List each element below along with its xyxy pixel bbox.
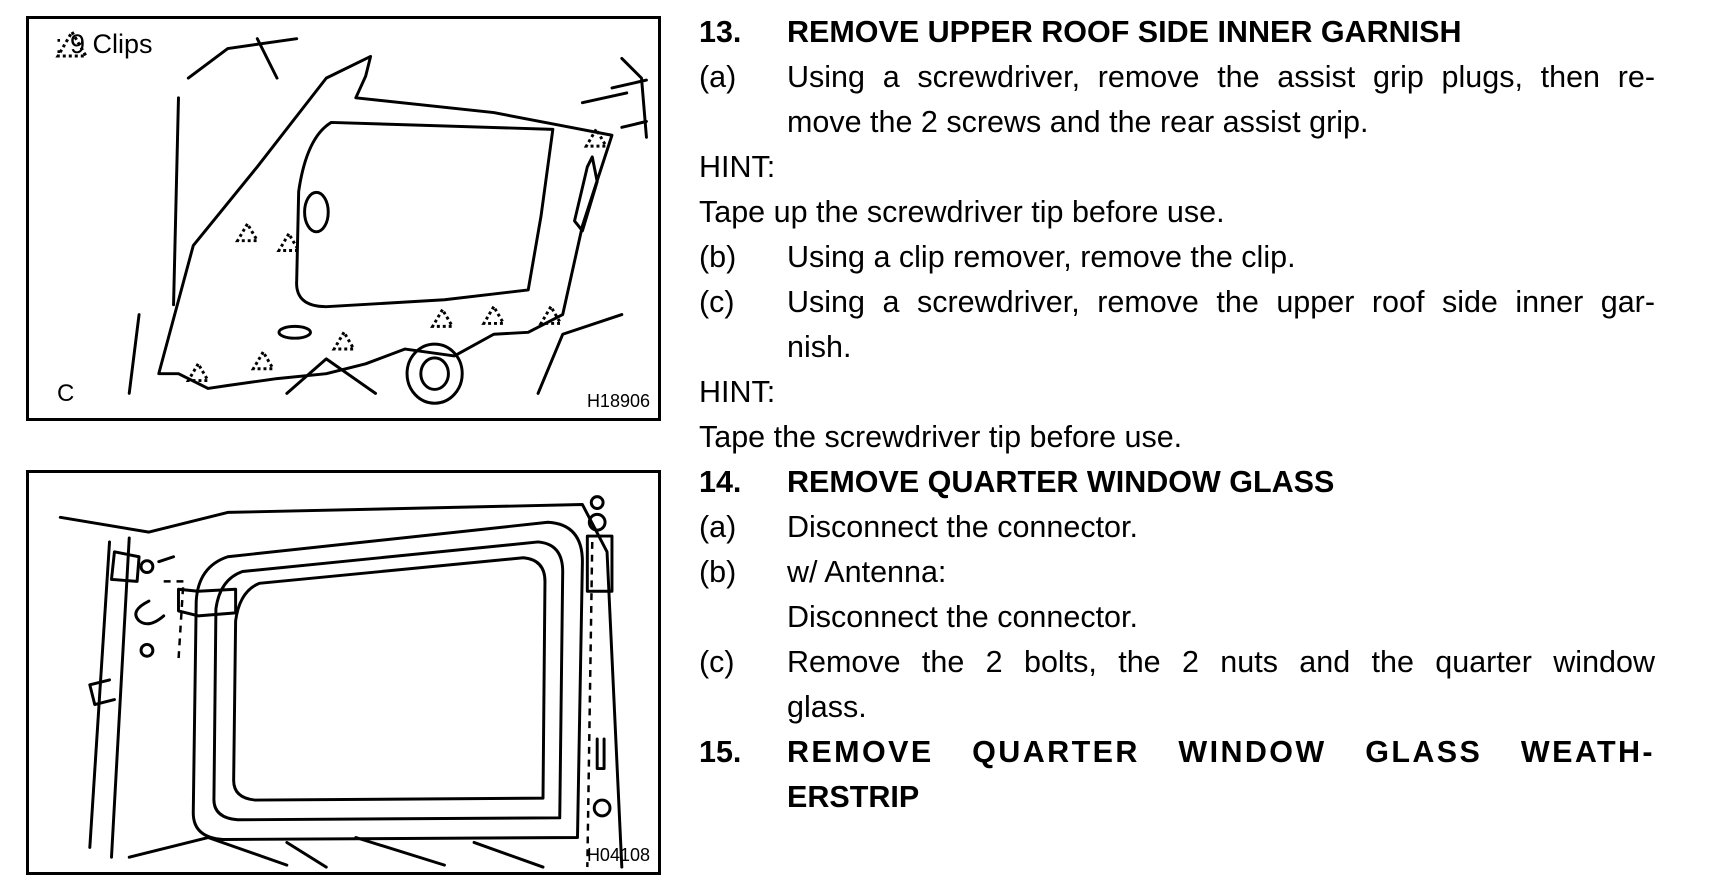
step-13c: (c) Using a screwdriver, remove the uppe… — [699, 280, 1655, 325]
roof-garnish-illustration — [127, 37, 648, 405]
substep-text: Disconnect the connector. — [787, 510, 1138, 544]
step-title: REMOVE UPPER ROOF SIDE INNER GARNISH — [787, 15, 1462, 49]
step-14c: (c) Remove the 2 bolts, the 2 nuts and t… — [699, 640, 1655, 685]
step-number: 14. — [699, 465, 742, 499]
hint-label: HINT: — [699, 375, 776, 409]
substep-label: (a) — [699, 510, 737, 544]
substep-label: (b) — [699, 555, 737, 589]
clip-triangle-icon — [55, 29, 89, 58]
quarter-window-illustration — [58, 495, 624, 869]
substep-text: nish. — [787, 330, 852, 364]
substep-text: Using a clip remover, remove the clip. — [787, 240, 1296, 274]
step-13b: (b) Using a clip remover, remove the cli… — [699, 235, 1655, 280]
step-13a-cont: move the 2 screws and the rear assist gr… — [699, 100, 1655, 145]
clip-legend: : 9 Clips — [55, 29, 153, 60]
substep-text: w/ Antenna: — [787, 555, 947, 589]
step-14a: (a) Disconnect the connector. — [699, 505, 1655, 550]
step-title: REMOVE QUARTER WINDOW GLASS — [787, 465, 1335, 499]
substep-text: Using a screwdriver, remove the upper ro… — [787, 285, 1655, 319]
figure-id-label: H18906 — [586, 391, 650, 411]
step-14-heading: 14. REMOVE QUARTER WINDOW GLASS — [699, 460, 1655, 505]
substep-label: (c) — [699, 285, 735, 319]
step-15-heading-cont: ERSTRIP — [699, 775, 1655, 820]
step-13a: (a) Using a screwdriver, remove the assi… — [699, 55, 1655, 100]
step-title: ERSTRIP — [787, 780, 920, 814]
step-14b: (b) w/ Antenna: — [699, 550, 1655, 595]
procedure-text: 13. REMOVE UPPER ROOF SIDE INNER GARNISH… — [699, 10, 1655, 820]
step-13c-cont: nish. — [699, 325, 1655, 370]
step-14c-cont: glass. — [699, 685, 1655, 730]
step-number: 15. — [699, 735, 742, 769]
figure-corner-label: C — [57, 380, 75, 407]
step-14b-cont: Disconnect the connector. — [699, 595, 1655, 640]
substep-label: (a) — [699, 60, 737, 94]
hint-text: Tape the screwdriver tip before use. — [699, 420, 1183, 454]
step-title: REMOVE QUARTER WINDOW GLASS WEATH- — [787, 735, 1655, 769]
clip-legend-label: : 9 Clips — [55, 29, 153, 59]
step-number: 13. — [699, 15, 742, 49]
substep-text: glass. — [787, 690, 867, 724]
hint-text: Tape up the screwdriver tip before use. — [699, 195, 1225, 229]
substep-label: (c) — [699, 645, 735, 679]
substep-text: Remove the 2 bolts, the 2 nuts and the q… — [787, 645, 1655, 679]
figure-quarter-window: H04108 — [26, 470, 661, 875]
substep-text: Using a screwdriver, remove the assist g… — [787, 60, 1655, 94]
step-15-heading: 15. REMOVE QUARTER WINDOW GLASS WEATH- — [699, 730, 1655, 775]
substep-text: move the 2 screws and the rear assist gr… — [787, 105, 1369, 139]
hint-label: HINT: — [699, 150, 776, 184]
figure-upper-roof-garnish: : 9 Clips C H18906 — [26, 16, 661, 421]
figure-id-label: H04108 — [586, 845, 650, 865]
substep-text: Disconnect the connector. — [787, 600, 1138, 634]
step-13-heading: 13. REMOVE UPPER ROOF SIDE INNER GARNISH — [699, 10, 1655, 55]
substep-label: (b) — [699, 240, 737, 274]
